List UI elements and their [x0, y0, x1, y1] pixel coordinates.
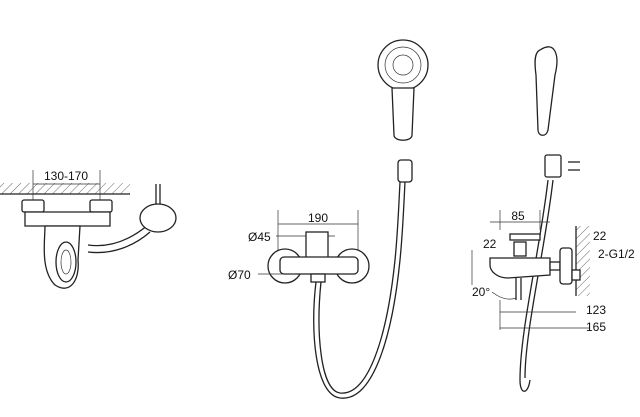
shower-holder-side	[544, 154, 562, 178]
dim-165-label: 165	[586, 320, 606, 334]
dim-depth-label: 85	[511, 209, 525, 223]
spout-side	[489, 257, 551, 279]
angle-label: 20°	[472, 285, 490, 299]
shower-holder	[397, 159, 413, 183]
dim-left-label: 22	[483, 237, 497, 251]
shower-head-side	[534, 46, 558, 136]
thread-label: 2-G1/2	[598, 247, 635, 261]
shower-head-top	[139, 203, 177, 233]
shower-handle	[391, 87, 415, 141]
front-view: 190 Ø45 Ø70	[228, 39, 429, 399]
dim-spacing-label: 130-170	[44, 169, 88, 183]
top-view: 130-170	[0, 169, 177, 289]
dim-123-label: 123	[586, 303, 606, 317]
dim-diameter-small-label: Ø45	[248, 230, 271, 244]
dim-width-label: 190	[308, 211, 328, 225]
side-view: 85 22 22 2-G1/2 20° 123 165	[471, 46, 635, 392]
shower-head	[377, 39, 429, 91]
dim-top-label: 22	[593, 229, 607, 243]
mixer-body	[279, 256, 359, 275]
dim-diameter-large-label: Ø70	[228, 268, 251, 282]
wall-hatch	[0, 183, 130, 194]
wall-hatch-side	[576, 226, 590, 296]
